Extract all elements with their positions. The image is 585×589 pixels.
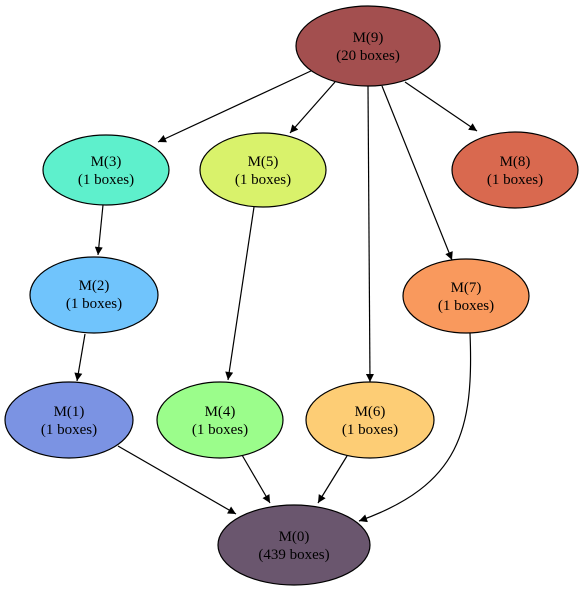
node-m0-boxes: (439 boxes)	[258, 547, 329, 563]
node-m2-boxes: (1 boxes)	[66, 296, 122, 312]
node-m4[interactable]: M(4) (1 boxes)	[156, 381, 284, 459]
node-m5-boxes: (1 boxes)	[235, 172, 291, 188]
node-m1-boxes: (1 boxes)	[41, 422, 97, 438]
node-m6-ellipse	[305, 381, 435, 459]
edge-m9-m3	[157, 69, 314, 143]
node-m9[interactable]: M(9) (20 boxes)	[295, 5, 441, 87]
node-m8-boxes: (1 boxes)	[487, 172, 543, 188]
node-m7-boxes: (1 boxes)	[438, 298, 494, 314]
node-m9-ellipse	[295, 5, 441, 87]
node-m8-name: M(8)	[500, 154, 531, 170]
node-m0-ellipse	[217, 504, 371, 586]
node-m9-name: M(9)	[353, 30, 384, 46]
node-m5[interactable]: M(5) (1 boxes)	[199, 132, 327, 208]
edge-m6-m0	[317, 455, 348, 504]
node-m4-boxes: (1 boxes)	[192, 422, 248, 438]
node-m1[interactable]: M(1) (1 boxes)	[4, 381, 134, 459]
edge-m9-m6	[365, 85, 374, 383]
node-m7-ellipse	[402, 258, 530, 334]
node-m5-ellipse	[199, 132, 327, 208]
edge-m9-m7	[381, 85, 453, 261]
node-m3-name: M(3)	[91, 154, 122, 170]
node-m3-boxes: (1 boxes)	[78, 172, 134, 188]
edge-m2-m1	[74, 333, 86, 382]
node-m4-name: M(4)	[205, 404, 236, 420]
node-m2-ellipse	[29, 256, 159, 334]
node-m6-name: M(6)	[355, 404, 386, 420]
node-m9-boxes: (20 boxes)	[336, 48, 400, 64]
node-m3-ellipse	[42, 134, 170, 206]
node-m4-ellipse	[156, 381, 284, 459]
node-m0-name: M(0)	[279, 529, 310, 545]
node-m1-name: M(1)	[54, 404, 85, 420]
node-m1-ellipse	[4, 381, 134, 459]
edge-m3-m2	[94, 204, 104, 256]
edge-m9-m8	[404, 81, 478, 132]
node-m8-ellipse	[451, 131, 579, 209]
node-m5-name: M(5)	[248, 154, 279, 170]
node-m2[interactable]: M(2) (1 boxes)	[29, 256, 159, 334]
node-m6-boxes: (1 boxes)	[342, 422, 398, 438]
node-m8[interactable]: M(8) (1 boxes)	[451, 131, 579, 209]
edge-m9-m5	[289, 81, 336, 134]
edge-m1-m0	[117, 445, 237, 515]
edge-m5-m4	[225, 206, 255, 381]
node-m3[interactable]: M(3) (1 boxes)	[42, 134, 170, 206]
node-m2-name: M(2)	[79, 278, 110, 294]
edge-m7-m0	[358, 332, 472, 523]
edge-m4-m0	[241, 454, 271, 504]
node-m6[interactable]: M(6) (1 boxes)	[305, 381, 435, 459]
node-m7-name: M(7)	[451, 280, 482, 296]
node-m7[interactable]: M(7) (1 boxes)	[402, 258, 530, 334]
node-m0[interactable]: M(0) (439 boxes)	[217, 504, 371, 586]
